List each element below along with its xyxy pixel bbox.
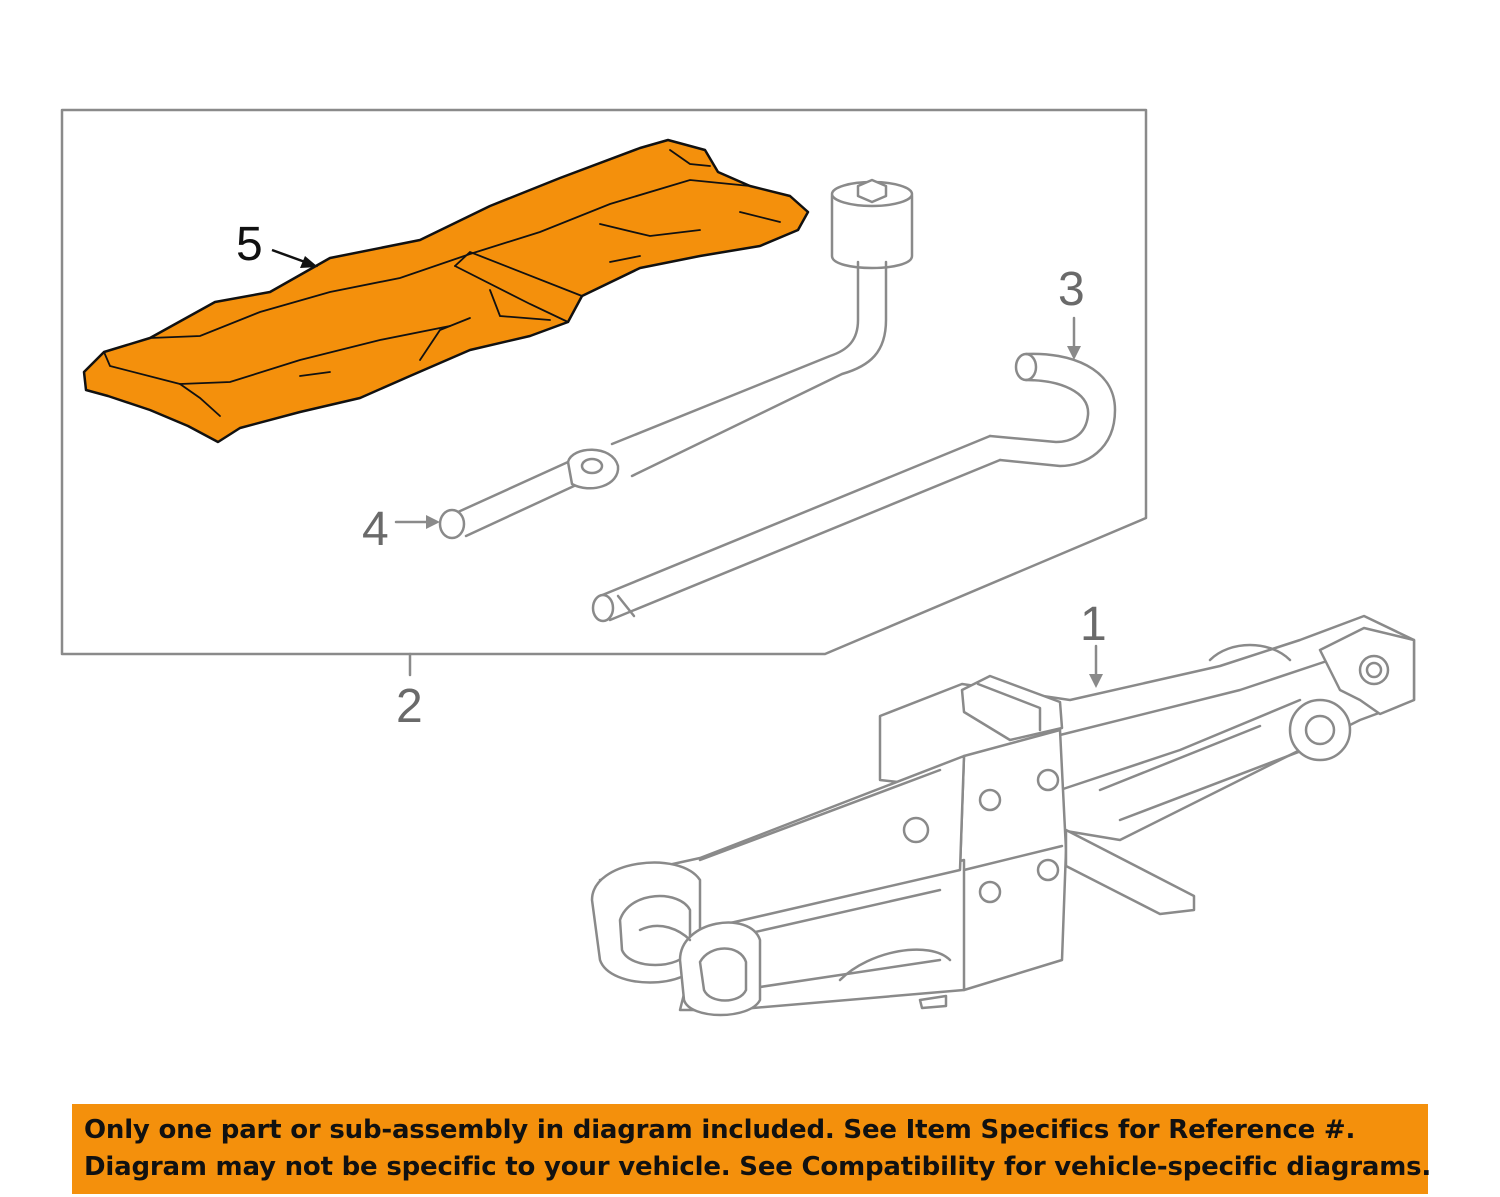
callout-4-arrowhead xyxy=(426,515,440,529)
scissor-jack-part-1[interactable] xyxy=(590,614,1416,1017)
callout-5-label: 5 xyxy=(236,218,263,271)
disclaimer-line-1: Only one part or sub-assembly in diagram… xyxy=(84,1115,1356,1145)
callout-5-arrowhead xyxy=(300,256,318,268)
callout-3-arrowhead xyxy=(1067,346,1081,360)
callout-4-label: 4 xyxy=(362,503,389,556)
tool-bag-part-5[interactable] xyxy=(82,138,810,444)
jack-handle-part-3[interactable] xyxy=(591,352,1117,623)
kit-boundary-box xyxy=(60,108,1148,656)
callout-2-label: 2 xyxy=(396,680,423,733)
disclaimer-banner: Only one part or sub-assembly in diagram… xyxy=(72,1104,1432,1194)
callout-1-label: 1 xyxy=(1080,598,1107,651)
callout-1-arrowhead xyxy=(1089,674,1103,688)
callout-5-leader xyxy=(271,248,306,264)
disclaimer-line-2: Diagram may not be specific to your vehi… xyxy=(84,1152,1432,1182)
callout-3-label: 3 xyxy=(1058,263,1085,316)
lug-wrench-part-4[interactable] xyxy=(438,178,914,540)
